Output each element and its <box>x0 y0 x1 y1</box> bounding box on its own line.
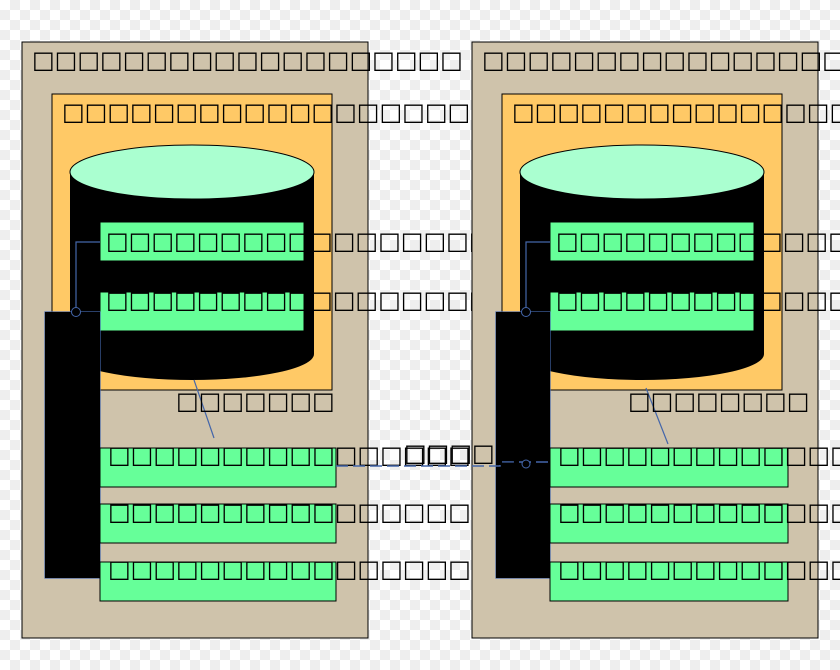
node-2-database-body <box>520 172 764 380</box>
replication-link-label: □□□□□ <box>404 439 517 467</box>
node-1-db-row-1[interactable] <box>99 221 305 262</box>
node-1: □□□□□□□□□□□□□□□□□□□ □□□□□□□□□□□□□□□□□□□□… <box>21 41 562 639</box>
node-2: □□□□□□□□□□□□□□□□□□□ □□□□□□□□□□□□□□□□□ □□… <box>471 41 840 639</box>
replication-link-dot <box>521 459 531 469</box>
node-2-table-2-label: □□□□□□□□□□□□□ <box>558 498 840 526</box>
node-1-process-label: □□□□□□□ <box>176 387 335 415</box>
node-2-db-row-1[interactable] <box>549 221 755 262</box>
node-2-process-line <box>645 387 669 445</box>
node-1-process-line <box>193 379 215 439</box>
node-1-table-2[interactable] <box>99 503 337 544</box>
node-1-table-1[interactable] <box>99 447 337 488</box>
node-1-connector-dot <box>71 307 81 317</box>
node-2-table-3[interactable] <box>549 561 789 602</box>
node-2-database <box>519 144 765 380</box>
node-2-container-title: □□□□□□□□□□□□□□□□□ <box>512 98 840 126</box>
node-1-title: □□□□□□□□□□□□□□□□□□□ <box>32 46 463 74</box>
node-2-title: □□□□□□□□□□□□□□□□□□□ <box>482 46 840 74</box>
replication-link[interactable]: □□□□□ <box>336 439 550 469</box>
node-1-database-body <box>70 172 314 380</box>
node-2-database-top <box>519 144 765 200</box>
node-2-db-row-2-label: □□□□□□□□□□□□□ <box>556 286 840 314</box>
node-1-container-title: □□□□□□□□□□□□□□□□□□□□□ <box>62 98 538 126</box>
node-2-table-1-label: □□□□□□□□□□□□□ <box>558 441 840 469</box>
node-1-database <box>69 144 315 380</box>
node-1-table-3[interactable] <box>99 561 337 602</box>
node-2-table-1[interactable] <box>549 447 789 488</box>
node-1-bracket-bar <box>45 312 100 578</box>
node-1-database-top <box>69 144 315 200</box>
node-2-process-label: □□□□□□□□ <box>628 387 809 415</box>
node-2-db-row-2[interactable] <box>549 291 755 332</box>
node-2-db-row-1-label: □□□□□□□□□□□□□ <box>556 227 840 255</box>
node-2-bracket-bar <box>496 312 550 578</box>
node-2-table-3-label: □□□□□□□□□□□□□ <box>558 555 840 583</box>
node-2-table-2[interactable] <box>549 503 789 544</box>
node-1-db-row-2[interactable] <box>99 291 305 332</box>
node-2-connector-dot <box>521 307 531 317</box>
